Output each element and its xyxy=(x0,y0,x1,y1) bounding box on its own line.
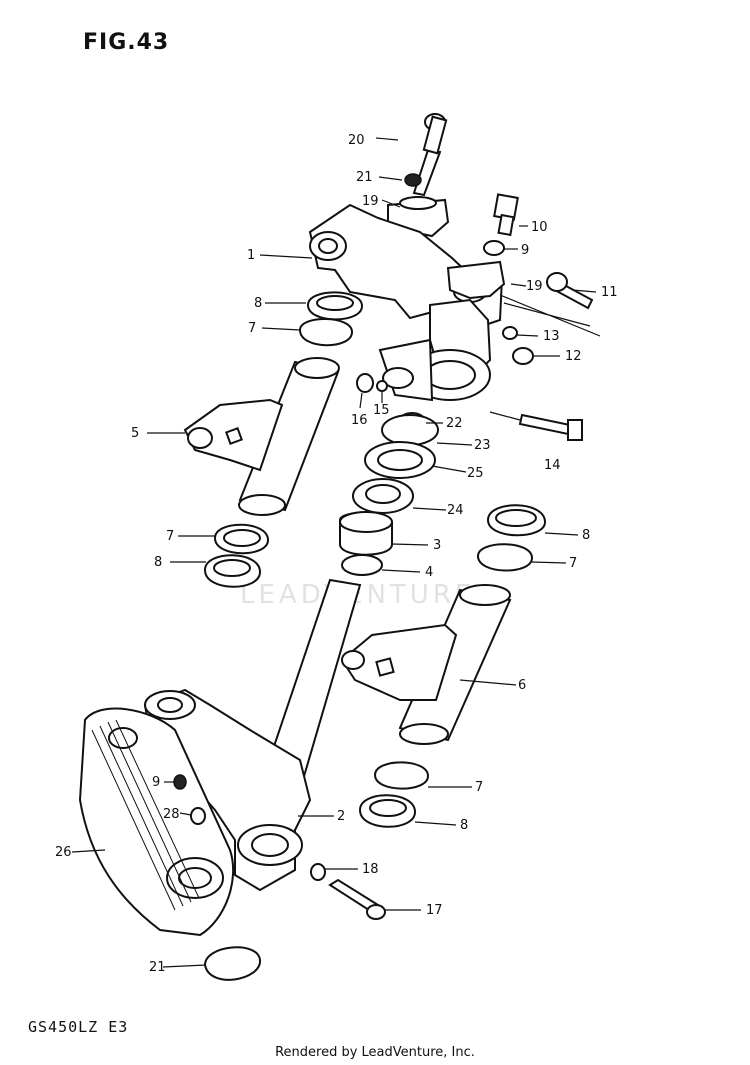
part-17-bolt xyxy=(328,878,386,920)
callout-7-lower: 7 xyxy=(475,780,483,795)
callout-8-lower: 8 xyxy=(460,818,468,833)
part-28-washer xyxy=(190,807,206,825)
callout-8-left: 8 xyxy=(154,555,162,570)
callout-21-top: 21 xyxy=(356,170,373,185)
callout-19-lower: 19 xyxy=(526,279,543,294)
part-3-top xyxy=(339,511,393,533)
part-26-cover xyxy=(78,707,235,937)
callout-1: 1 xyxy=(247,248,255,263)
part-5-fork-bracket-left xyxy=(183,357,340,516)
callout-8-right: 8 xyxy=(582,528,590,543)
callout-18: 18 xyxy=(362,862,379,877)
callout-25: 25 xyxy=(467,466,484,481)
callout-7-left: 7 xyxy=(166,529,174,544)
part-9-grommet xyxy=(173,774,187,790)
part-2-lower-bracket xyxy=(143,688,312,892)
part-16-nut xyxy=(356,373,374,393)
footer-credit: Rendered by LeadVenture, Inc. xyxy=(275,1045,475,1060)
callout-23: 23 xyxy=(474,438,491,453)
callout-9-upper: 9 xyxy=(521,243,529,258)
callout-19-top: 19 xyxy=(362,194,379,209)
callout-9-lower: 9 xyxy=(152,775,160,790)
part-15-washer xyxy=(376,380,388,392)
part-8-ring-right-inner xyxy=(495,509,537,527)
part-1-upper-bracket xyxy=(308,203,504,402)
part-7-ring-left-inner xyxy=(223,529,261,547)
part-8-ring-upper-inner xyxy=(316,295,354,311)
figure-title: FIG.43 xyxy=(83,30,170,55)
callout-24: 24 xyxy=(447,503,464,518)
callout-26: 26 xyxy=(55,845,72,860)
part-21-nut xyxy=(404,173,422,187)
part-24-inner xyxy=(365,484,401,504)
part-8-ring-lower-inner xyxy=(369,799,407,817)
callout-10: 10 xyxy=(531,220,548,235)
callout-16: 16 xyxy=(351,413,368,428)
callout-17: 17 xyxy=(426,903,443,918)
part-21-cap xyxy=(203,946,262,981)
part-18-washer xyxy=(310,863,326,881)
callout-21-bottom: 21 xyxy=(149,960,166,975)
part-12-nut xyxy=(512,347,534,365)
part-14-bolt xyxy=(518,413,583,441)
callout-labels: 20 21 19 1 8 7 5 10 9 19 11 13 12 16 15 … xyxy=(55,133,618,975)
model-code: GS450LZ E3 xyxy=(28,1018,129,1036)
part-9-washer xyxy=(483,240,505,256)
callout-7-right: 7 xyxy=(569,556,577,571)
part-7-ring-right xyxy=(476,543,534,572)
callout-28: 28 xyxy=(163,807,180,822)
part-7-ring-upper xyxy=(298,318,354,347)
part-20-bolt xyxy=(412,113,448,197)
callout-13: 13 xyxy=(543,329,560,344)
callout-4: 4 xyxy=(425,565,433,580)
callout-5: 5 xyxy=(131,426,139,441)
part-19-holder-lower xyxy=(446,260,506,300)
callout-3: 3 xyxy=(433,538,441,553)
part-23-washer xyxy=(381,414,439,446)
part-7-ring-lower xyxy=(373,761,430,790)
part-4-race xyxy=(341,554,383,576)
callout-15: 15 xyxy=(373,403,390,418)
callout-22: 22 xyxy=(446,416,463,431)
part-11-bolt xyxy=(546,272,594,310)
callout-6: 6 xyxy=(518,678,526,693)
leader-lines xyxy=(71,137,601,968)
part-8-ring-left-inner xyxy=(213,559,251,577)
callout-7-upper: 7 xyxy=(248,321,256,336)
callout-20: 20 xyxy=(348,133,365,148)
callout-8-upper: 8 xyxy=(254,296,262,311)
callout-11: 11 xyxy=(601,285,618,300)
part-25-inner xyxy=(377,449,423,471)
part-13-washer xyxy=(502,326,518,340)
part-6-fork-bracket-right xyxy=(340,584,512,745)
callout-12: 12 xyxy=(565,349,582,364)
callout-2: 2 xyxy=(337,809,345,824)
callout-14: 14 xyxy=(544,458,561,473)
part-10-bolt xyxy=(493,193,519,237)
